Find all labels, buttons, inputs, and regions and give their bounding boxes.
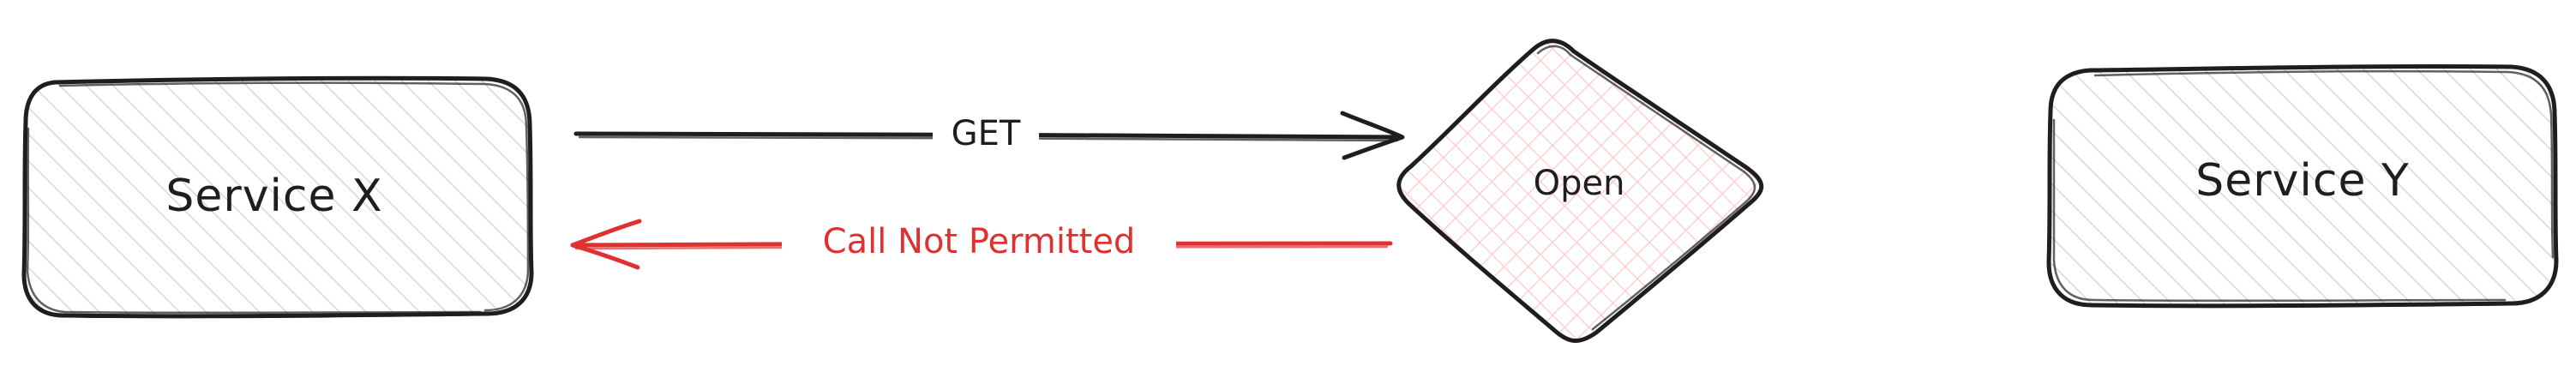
service-x-label: Service X bbox=[165, 171, 382, 222]
open-border bbox=[1396, 39, 1764, 343]
service-y-fill bbox=[2049, 67, 2556, 305]
service-y-node[interactable]: Service Y bbox=[2046, 63, 2559, 309]
service-y-border bbox=[2046, 63, 2559, 309]
not-permitted-arrowhead bbox=[570, 219, 642, 270]
call-not-permitted-arrow[interactable]: Call Not Permitted bbox=[570, 219, 1393, 270]
get-arrowhead bbox=[1340, 111, 1405, 160]
get-label: GET bbox=[952, 114, 1021, 153]
open-node[interactable]: Open bbox=[1396, 39, 1764, 343]
service-x-border bbox=[21, 75, 534, 319]
get-arrow[interactable]: GET bbox=[573, 111, 1405, 160]
service-x-node[interactable]: Service X bbox=[21, 75, 534, 319]
service-y-label: Service Y bbox=[2195, 155, 2409, 207]
open-label: Open bbox=[1534, 164, 1625, 203]
service-x-fill bbox=[24, 79, 531, 315]
not-permitted-label: Call Not Permitted bbox=[823, 222, 1136, 261]
